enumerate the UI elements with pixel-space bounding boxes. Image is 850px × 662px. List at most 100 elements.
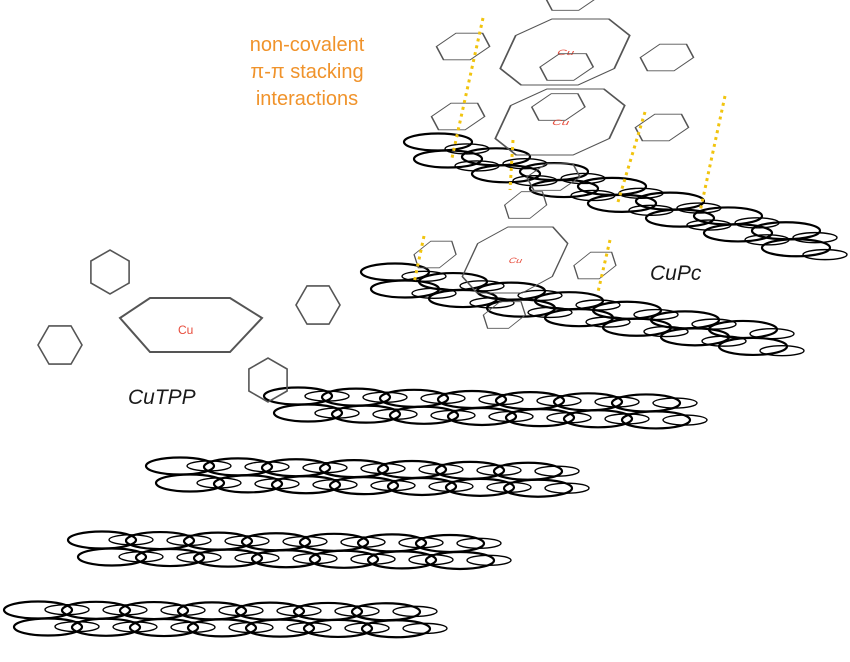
graphene-ring bbox=[388, 405, 460, 425]
benzene-ring bbox=[544, 0, 600, 11]
graphene-ring bbox=[308, 549, 380, 569]
graphene-sheet-middle bbox=[262, 386, 708, 430]
graphene-ring bbox=[466, 554, 512, 566]
interaction-label: non-covalent π-π stacking interactions bbox=[222, 32, 392, 113]
metal-atom: Cu bbox=[178, 323, 193, 337]
graphene-ring bbox=[528, 178, 600, 199]
graphene-ring bbox=[70, 617, 142, 637]
benzene-ring bbox=[413, 240, 457, 269]
graphene-ring bbox=[128, 617, 200, 638]
graphene-ring bbox=[620, 410, 692, 430]
benzene-ring bbox=[539, 53, 595, 81]
graphene-ring bbox=[456, 537, 502, 549]
graphene-ring bbox=[328, 476, 400, 496]
benzene-ring bbox=[530, 93, 586, 121]
cutpp-label: CuTPP bbox=[128, 386, 196, 409]
macrocycle bbox=[461, 226, 569, 294]
graphene-ring bbox=[652, 397, 698, 409]
graphene-ring bbox=[392, 605, 438, 618]
graphene-ring bbox=[444, 477, 516, 497]
benzene-ring bbox=[435, 32, 491, 61]
stacking-line bbox=[450, 17, 485, 159]
graphene-ring bbox=[792, 231, 838, 244]
graphene-ring bbox=[424, 550, 496, 571]
stacking-line bbox=[698, 95, 727, 213]
graphene-sheet bbox=[66, 530, 512, 571]
graphene-ring bbox=[534, 465, 580, 477]
graphene-ring bbox=[643, 325, 689, 338]
metal-atom: Cu bbox=[507, 256, 525, 265]
graphene-ring bbox=[411, 287, 457, 299]
graphene-ring bbox=[76, 547, 148, 567]
macrocycle bbox=[499, 18, 631, 86]
graphene-ring bbox=[544, 482, 590, 494]
graphene-ring bbox=[759, 345, 805, 357]
graphene-ring bbox=[250, 549, 322, 569]
graphene-ring bbox=[562, 409, 634, 429]
benzene-ring bbox=[639, 43, 695, 72]
graphene-ring bbox=[527, 306, 573, 319]
graphene-ring bbox=[502, 478, 574, 498]
graphene-ring bbox=[760, 238, 832, 258]
metal-atom: Cu bbox=[550, 119, 571, 127]
graphene-ring bbox=[446, 406, 518, 427]
graphene-ring bbox=[154, 473, 226, 493]
graphene-ring bbox=[644, 208, 716, 228]
graphene-ring bbox=[662, 414, 708, 426]
interaction-label-line1: non-covalent bbox=[249, 34, 365, 56]
graphene-ring bbox=[702, 223, 774, 243]
stacking-line bbox=[616, 111, 647, 203]
graphene-sheet-middle-right bbox=[359, 262, 805, 357]
graphene-ring bbox=[270, 475, 342, 495]
graphene-ring bbox=[134, 547, 206, 568]
cupc-molecule: Cu bbox=[413, 191, 617, 329]
graphene-ring bbox=[330, 404, 402, 424]
graphene-ring bbox=[470, 164, 542, 184]
graphene-ring bbox=[386, 476, 458, 497]
cupc-molecule: Cu bbox=[430, 53, 690, 191]
stacking-line bbox=[412, 235, 426, 284]
graphene-ring bbox=[802, 248, 848, 261]
graphene-ring bbox=[192, 548, 264, 568]
phenyl-ring bbox=[37, 325, 83, 365]
graphene-ring bbox=[586, 193, 658, 213]
graphene-ring bbox=[412, 149, 484, 169]
graphene-sheet-bottom bbox=[2, 600, 448, 639]
benzene-ring bbox=[525, 163, 581, 191]
graphene-ring bbox=[272, 403, 344, 423]
cupc-molecule: Cu bbox=[435, 0, 695, 121]
phenyl-ring bbox=[90, 249, 130, 295]
metal-atom: Cu bbox=[555, 49, 576, 57]
graphene-sheet bbox=[144, 456, 590, 498]
graphene-ring bbox=[402, 622, 448, 635]
graphene-ring bbox=[366, 550, 438, 570]
cutpp-molecule: Cu bbox=[37, 249, 341, 403]
phenyl-ring bbox=[295, 285, 341, 325]
graphene-ring bbox=[12, 617, 84, 637]
benzene-ring bbox=[634, 113, 690, 142]
graphene-ring bbox=[360, 619, 432, 639]
graphene-ring bbox=[402, 132, 474, 152]
graphene-ring bbox=[701, 335, 747, 347]
graphene-ring bbox=[244, 618, 316, 638]
graphene-ring bbox=[186, 618, 258, 638]
interaction-label-line3: interactions bbox=[255, 88, 359, 110]
graphene-ring bbox=[212, 474, 284, 494]
benzene-ring bbox=[573, 251, 617, 280]
graphene-ring bbox=[302, 618, 374, 639]
benzene-ring bbox=[430, 102, 486, 131]
cupc-label: CuPc bbox=[650, 262, 702, 285]
macrocycle bbox=[494, 88, 626, 156]
stacking-line bbox=[596, 239, 612, 293]
stacking-line bbox=[508, 139, 515, 191]
graphene-sheet-top bbox=[402, 132, 848, 261]
graphene-ring bbox=[504, 408, 576, 428]
benzene-ring bbox=[482, 301, 527, 329]
porphyrin-core bbox=[118, 297, 264, 353]
benzene-ring bbox=[503, 191, 548, 219]
interaction-label-line2: π-π stacking bbox=[250, 61, 364, 83]
graphene-ring bbox=[585, 316, 631, 328]
phenyl-ring bbox=[248, 357, 288, 403]
